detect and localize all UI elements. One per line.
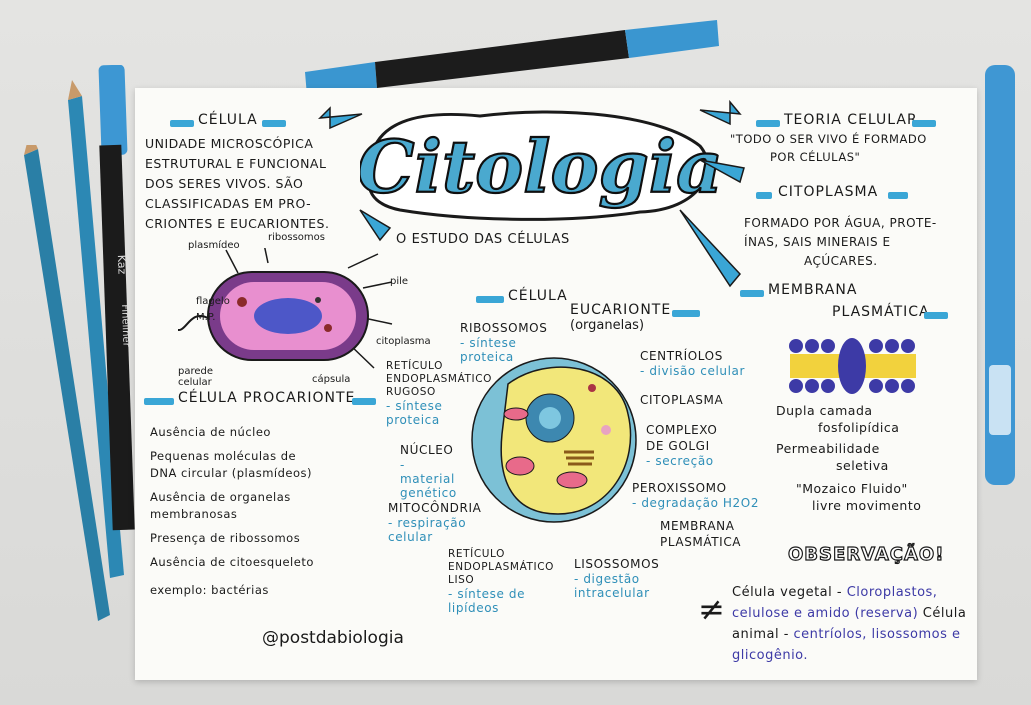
blue-marker-top bbox=[305, 18, 725, 98]
organelle-golgi: COMPLEXO DE GOLGI - secreção bbox=[646, 422, 726, 468]
procarionte-item: Ausência de organelas bbox=[150, 489, 314, 506]
label-citoplasma: citoplasma bbox=[376, 336, 431, 347]
celula-line: ESTRUTURAL E FUNCIONAL bbox=[145, 154, 329, 174]
arrow-to-celula bbox=[320, 108, 362, 128]
citoplasma-heading: CITOPLASMA bbox=[778, 184, 878, 200]
organelle-desc: - síntese proteica bbox=[386, 399, 458, 427]
organelle-name: MITOCÔNDRIA bbox=[388, 500, 481, 516]
pen-model: Fineliner bbox=[119, 304, 131, 347]
blue-marker-right bbox=[975, 65, 1025, 495]
arrow-to-membrana bbox=[680, 210, 740, 286]
citoplasma-definition: FORMADO POR ÁGUA, PROTE- ÍNAS, SAIS MINE… bbox=[744, 214, 937, 271]
celula-line: UNIDADE MICROSCÓPICA bbox=[145, 134, 329, 154]
organelle-name: CITOPLASMA bbox=[640, 392, 723, 408]
eucarionte-heading-1: CÉLULA bbox=[508, 288, 568, 304]
eucarionte-heading-2: EUCARIONTE bbox=[570, 302, 671, 318]
label-capsula: cápsula bbox=[312, 374, 350, 385]
procarionte-item: Ausência de citoesqueleto bbox=[150, 554, 314, 571]
organelle-desc: - material genético bbox=[400, 458, 460, 500]
citoplasma-line: FORMADO POR ÁGUA, PROTE- bbox=[744, 214, 937, 233]
organelle-peroxissomo: PEROXISSOMO - degradação H2O2 bbox=[632, 480, 759, 510]
organelle-reticulo-rugoso: RETÍCULO ENDOPLASMÁTICO RUGOSO - síntese… bbox=[386, 360, 492, 427]
celula-line: CLASSIFICADAS EM PRO- bbox=[145, 194, 329, 214]
organelle-name: RETÍCULO ENDOPLASMÁTICO LISO bbox=[448, 548, 548, 587]
organelle-name: PEROXISSOMO bbox=[632, 480, 759, 496]
citoplasma-line: ÍNAS, SAIS MINERAIS E bbox=[744, 233, 937, 252]
organelle-desc: - degradação H2O2 bbox=[632, 496, 759, 510]
procarionte-item: Presença de ribossomos bbox=[150, 530, 314, 547]
observacao-text: Célula vegetal - Cloroplastos, celulose … bbox=[732, 582, 972, 666]
procarionte-item: DNA circular (plasmídeos) bbox=[150, 465, 314, 482]
organelle-nucleo: NÚCLEO - material genético bbox=[400, 442, 460, 500]
eukaryote-drawing bbox=[468, 354, 640, 526]
membrana-item: Dupla camada bbox=[776, 402, 921, 419]
celula-heading: CÉLULA bbox=[198, 112, 258, 128]
organelle-lisossomos: LISOSSOMOS - digestão intracelular bbox=[574, 556, 659, 600]
organelle-mitocondria: MITOCÔNDRIA - respiração celular bbox=[388, 500, 481, 544]
teoria-quote: "TODO O SER VIVO É FORMADO POR CÉLULAS" bbox=[730, 130, 927, 166]
celula-line: DOS SERES VIVOS. SÃO bbox=[145, 174, 329, 194]
procarionte-heading: CÉLULA PROCARIONTE bbox=[178, 390, 355, 406]
membrana-list: Dupla camada fosfolipídica Permeabilidad… bbox=[776, 402, 921, 514]
eucarionte-heading-3: (organelas) bbox=[570, 318, 644, 333]
arrow-to-teoria bbox=[700, 102, 740, 124]
membrana-item: "Mozaico Fluido" bbox=[776, 480, 921, 497]
organelle-citoplasma: CITOPLASMA bbox=[640, 392, 723, 408]
label-pile: pile bbox=[390, 276, 408, 287]
organelle-name: CENTRÍOLOS bbox=[640, 348, 745, 364]
teoria-line: POR CÉLULAS" bbox=[730, 148, 927, 166]
vegetal-label: Célula vegetal - bbox=[732, 585, 842, 600]
organelle-desc: - divisão celular bbox=[640, 364, 745, 378]
organelle-name: COMPLEXO DE GOLGI bbox=[646, 422, 726, 454]
membrana-item: fosfolipídica bbox=[776, 419, 921, 436]
label-plasmideo: plasmídeo bbox=[188, 240, 240, 251]
signature: @postdabiologia bbox=[262, 628, 404, 648]
organelle-name: NÚCLEO bbox=[400, 442, 460, 458]
not-equal-symbol: ≠ bbox=[698, 590, 725, 628]
teoria-heading: TEORIA CELULAR bbox=[784, 112, 918, 128]
celula-line: CRIONTES E EUCARIONTES. bbox=[145, 214, 329, 234]
membrana-item: seletiva bbox=[776, 457, 921, 474]
procarionte-list: Ausência de núcleo Pequenas moléculas de… bbox=[150, 424, 314, 599]
organelle-centriolos: CENTRÍOLOS - divisão celular bbox=[640, 348, 745, 378]
celula-definition: UNIDADE MICROSCÓPICA ESTRUTURAL E FUNCIO… bbox=[145, 134, 329, 234]
procarionte-item: Pequenas moléculas de bbox=[150, 448, 314, 465]
organelle-membrana-plasmatica: MEMBRANA PLASMÁTICA bbox=[660, 518, 760, 550]
membrana-heading-1: MEMBRANA bbox=[768, 282, 857, 298]
label-ribossomos: ribossomos bbox=[268, 232, 325, 243]
procarionte-example: exemplo: bactérias bbox=[150, 582, 314, 599]
label-mp: M.P. bbox=[196, 312, 215, 323]
teoria-line: "TODO O SER VIVO É FORMADO bbox=[730, 130, 927, 148]
organelle-desc: - síntese de lipídeos bbox=[448, 587, 528, 615]
phospholipid-bilayer-drawing bbox=[786, 336, 926, 396]
organelle-reticulo-liso: RETÍCULO ENDOPLASMÁTICO LISO - síntese d… bbox=[448, 548, 548, 615]
observacao-heading: OBSERVAÇÃO! bbox=[788, 544, 944, 565]
membrana-item: livre movimento bbox=[776, 497, 921, 514]
procarionte-item: membranosas bbox=[150, 506, 314, 523]
organelle-desc: - respiração celular bbox=[388, 516, 472, 544]
membrana-heading-2: PLASMÁTICA bbox=[832, 304, 930, 320]
pen-brand: Kaz bbox=[115, 255, 129, 275]
organelle-desc: - secreção bbox=[646, 454, 726, 468]
organelle-desc: - digestão intracelular bbox=[574, 572, 658, 600]
organelle-name: LISOSSOMOS bbox=[574, 556, 659, 572]
citoplasma-line: AÇÚCARES. bbox=[744, 252, 937, 271]
organelle-ribossomos: RIBOSSOMOS - síntese proteica bbox=[460, 320, 547, 364]
procarionte-item: Ausência de núcleo bbox=[150, 424, 314, 441]
organelle-name: RIBOSSOMOS bbox=[460, 320, 547, 336]
label-parede-celular: parede celular bbox=[178, 366, 238, 388]
organelle-name: RETÍCULO ENDOPLASMÁTICO RUGOSO bbox=[386, 360, 492, 399]
label-flagelo: flagelo bbox=[196, 296, 230, 307]
membrana-item: Permeabilidade bbox=[776, 440, 921, 457]
arrow-to-estudo bbox=[360, 210, 390, 240]
organelle-name: MEMBRANA PLASMÁTICA bbox=[660, 518, 760, 550]
